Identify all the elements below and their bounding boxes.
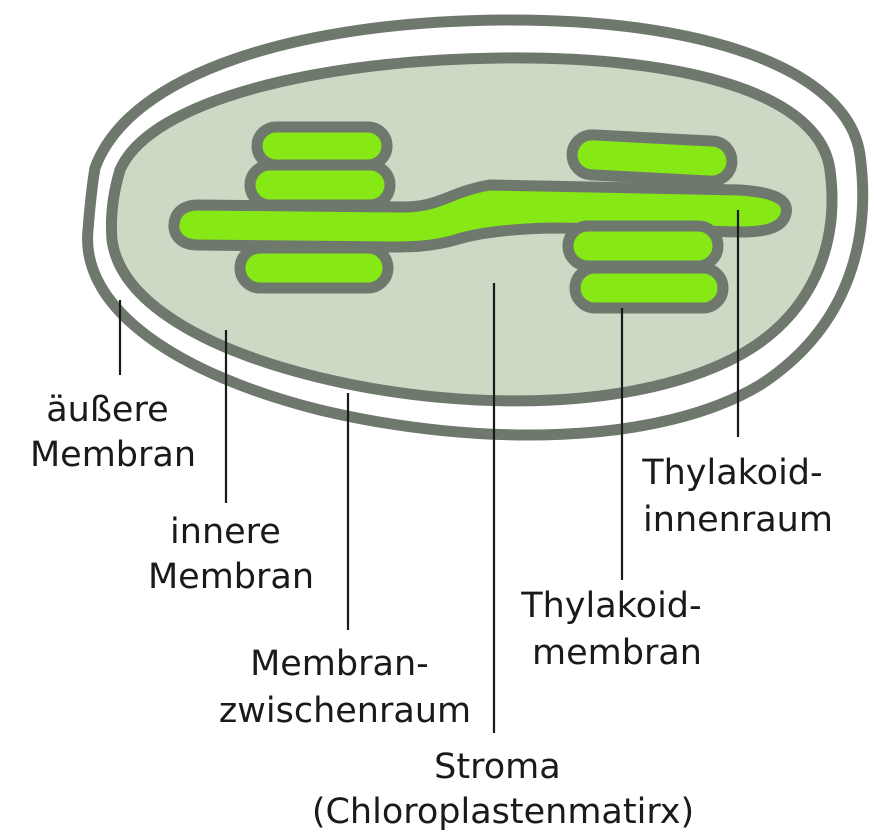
thylakoid-disc (250, 165, 390, 205)
label-thylakoid-lumen: Thylakoid- innenraum (641, 453, 834, 540)
thylakoid-disc (575, 268, 723, 308)
thylakoid-disc (240, 248, 388, 288)
label-intermembrane-space: Membran- zwischenraum (219, 644, 471, 731)
thylakoid-disc (257, 127, 387, 165)
label-stroma: Stroma (Chloroplastenmatirx) (312, 747, 694, 832)
label-outer-membrane: äußere Membran (30, 390, 196, 475)
thylakoid-disc (568, 226, 718, 266)
label-inner-membrane: innere Membran (148, 512, 314, 597)
label-thylakoid-membrane: Thylakoid- membran (520, 586, 713, 673)
thylakoid-disc (571, 134, 733, 182)
